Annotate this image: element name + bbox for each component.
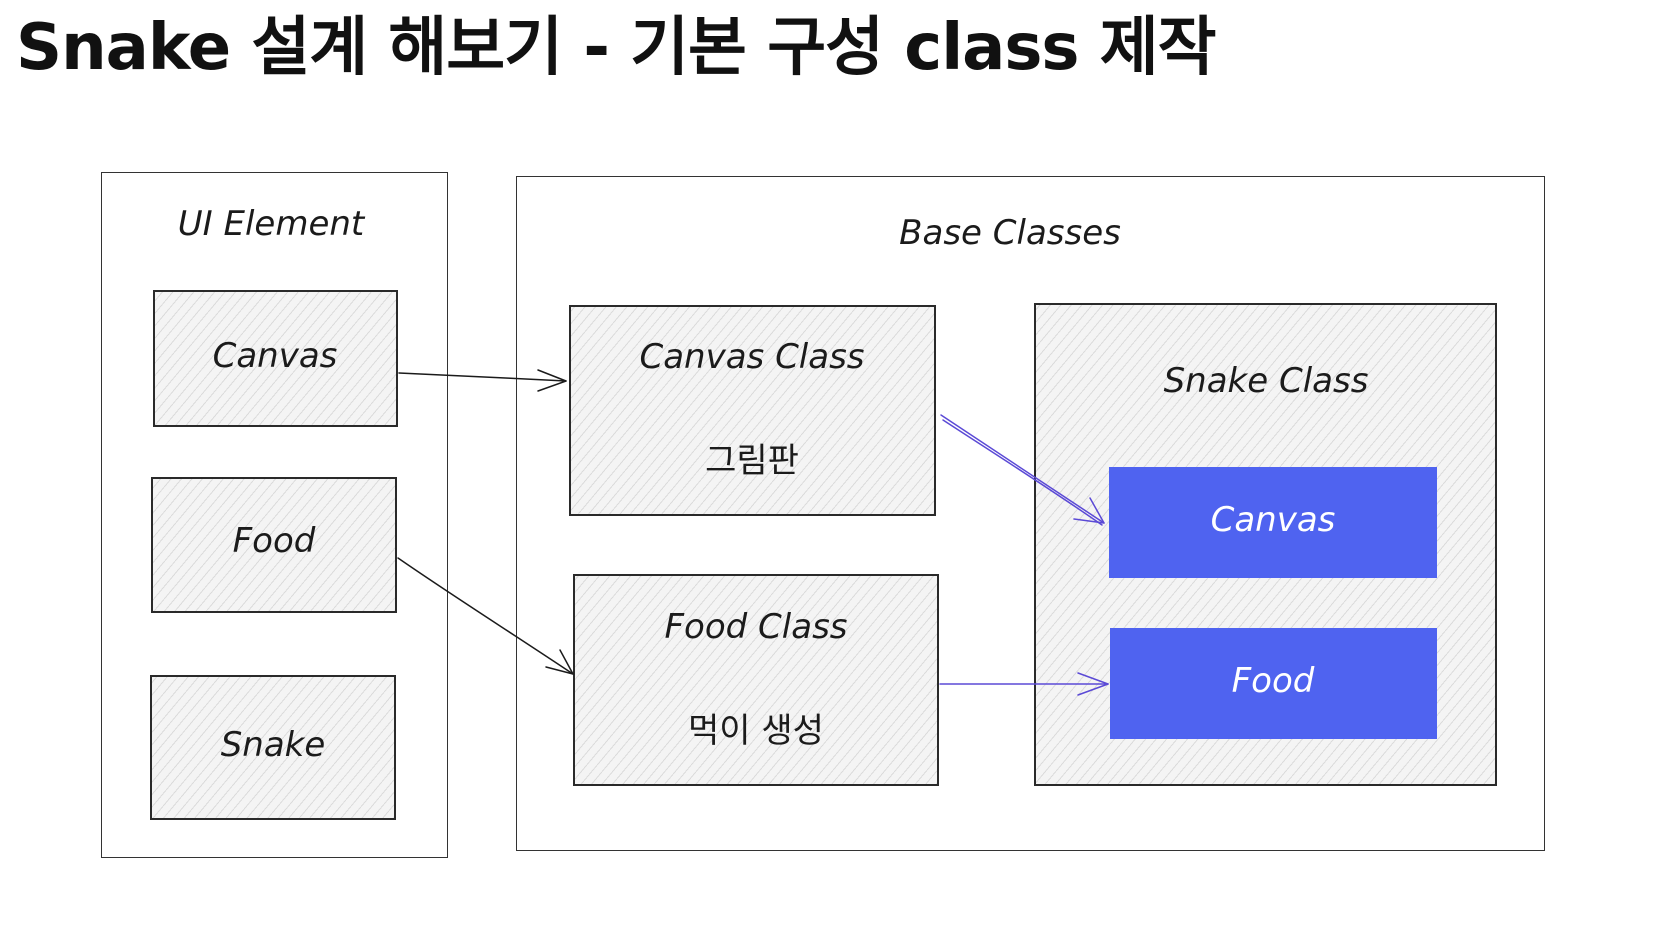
ui-food-label: Food	[232, 521, 316, 561]
snake-canvas-member-label: Canvas	[1210, 500, 1336, 540]
food-class-title: Food Class	[664, 607, 848, 647]
ui-snake-box	[150, 675, 396, 820]
ui-canvas-label: Canvas	[212, 336, 338, 376]
ui-snake-label: Snake	[220, 725, 326, 765]
arrow-food-class-to-snake-food	[939, 672, 1109, 696]
page-title: Snake 설계 해보기 - 기본 구성 class 제작	[16, 11, 1217, 85]
canvas-class-desc: 그림판	[705, 441, 799, 481]
canvas-class-title: Canvas Class	[639, 337, 865, 377]
ui-canvas-box	[153, 290, 398, 427]
ui-food-box	[151, 477, 397, 613]
arrow-canvas-class-to-snake-canvas	[940, 414, 1105, 526]
food-class-desc: 먹이 생성	[688, 711, 824, 751]
snake-canvas-member	[1109, 467, 1437, 578]
arrow-ui-canvas-to-canvas-class	[398, 369, 567, 392]
base-classes-heading: Base Classes	[899, 213, 1121, 253]
ui-element-heading: UI Element	[177, 204, 365, 244]
snake-food-member	[1110, 628, 1437, 739]
snake-food-member-label: Food	[1231, 661, 1315, 701]
arrow-ui-food-to-food-class	[397, 557, 574, 675]
canvas-class-box	[569, 305, 936, 516]
food-class-box	[573, 574, 939, 786]
snake-class-title: Snake Class	[1163, 361, 1369, 401]
